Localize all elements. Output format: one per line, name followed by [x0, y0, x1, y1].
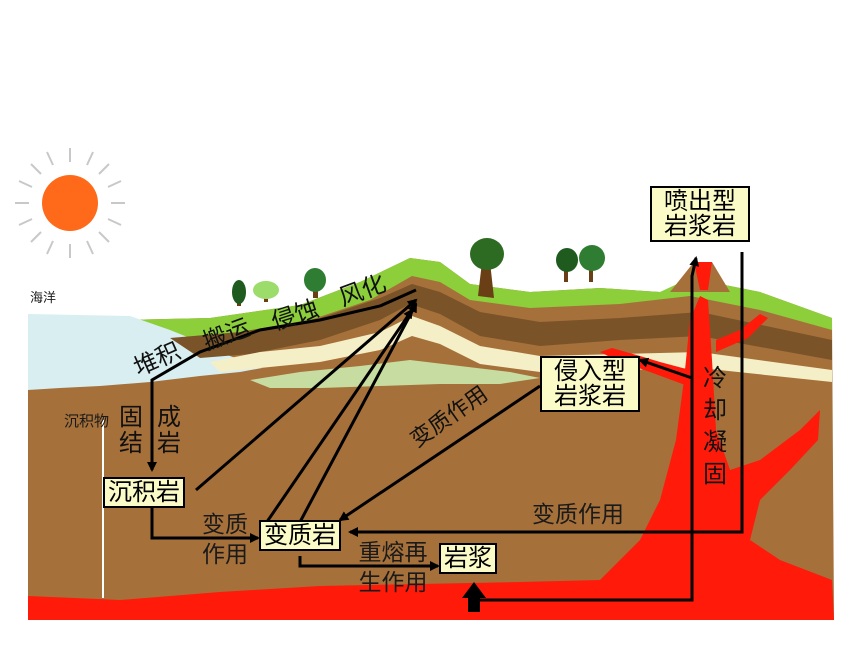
- tree-icon: [470, 238, 504, 298]
- arrow-magma-to-intrusive: [638, 357, 693, 380]
- consolidation-label-a: 固结: [119, 403, 143, 457]
- arrow-sedimentary-to-metamorphic: [150, 506, 260, 543]
- arrow-sedimentary-to-surface: [195, 298, 418, 492]
- arrow-metamorphic-to-surface-2: [258, 308, 414, 533]
- arrow-intrusive-to-metamorphic: [338, 384, 541, 522]
- tree-icon: [253, 281, 279, 302]
- process-arrows: [147, 252, 744, 612]
- extrusive-rock-label: 喷出型岩浆岩: [664, 187, 736, 241]
- tree-icon: [579, 245, 605, 282]
- remelting-label: 重熔再生作用: [358, 540, 428, 596]
- arrow-surface-to-sediment: [147, 288, 417, 472]
- sediment-label: 沉积物: [64, 412, 110, 430]
- metamorphism-label-right: 变质作用: [532, 502, 624, 528]
- tree-icon: [232, 280, 246, 306]
- magma-box: 岩浆: [439, 543, 497, 575]
- extrusive-rock-box: 喷出型岩浆岩: [650, 186, 750, 243]
- metamorphism-label-left: 变质作用: [202, 512, 248, 568]
- cooling-label: 冷却凝固: [703, 364, 727, 488]
- intrusive-rock-label: 侵入型岩浆岩: [554, 357, 626, 411]
- ocean-label: 海洋: [30, 291, 57, 306]
- metamorphic-rock-label: 变质岩: [264, 521, 336, 549]
- arrow-metamorphic-to-magma: [298, 556, 440, 571]
- tree-icon: [556, 248, 578, 282]
- tree-icons: [232, 238, 605, 306]
- magma-up-arrow-icon: [462, 582, 486, 612]
- arrow-metamorphic-to-surface-1: [298, 302, 418, 523]
- arrow-extrusive-to-metamorphic: [348, 252, 744, 537]
- intrusive-rock-box: 侵入型岩浆岩: [540, 356, 640, 413]
- tree-icon: [304, 268, 326, 298]
- sun-icon: [15, 148, 125, 258]
- consolidation-label-b: 成岩: [157, 403, 181, 457]
- magma-label: 岩浆: [444, 544, 492, 572]
- metamorphic-rock-box: 变质岩: [259, 520, 341, 552]
- sedimentary-rock-label: 沉积岩: [108, 478, 180, 506]
- sedimentary-rock-box: 沉积岩: [103, 477, 185, 509]
